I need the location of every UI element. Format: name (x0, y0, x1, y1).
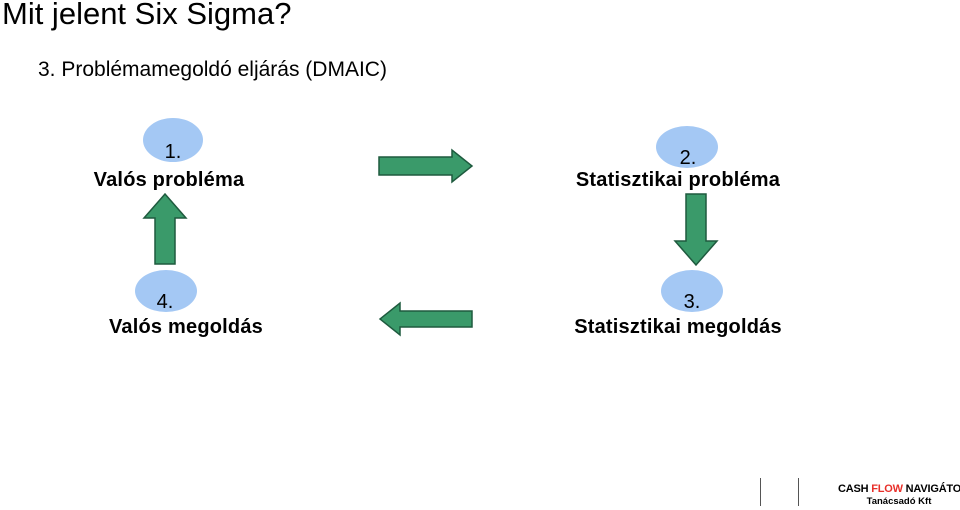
arrow-right-icon (378, 148, 474, 184)
node-3-circle (661, 270, 723, 312)
node-1-label: Valós probléma (93, 169, 245, 191)
node-4-circle (135, 270, 197, 312)
node-4-number: 4. (156, 291, 174, 313)
arrow-left-icon (378, 301, 473, 337)
footer-divider (798, 478, 799, 506)
logo-wordmark: CASH FLOW NAVIGÁTOR (838, 483, 960, 495)
node-1-circle (143, 118, 203, 162)
node-4-label: Valós megoldás (109, 316, 263, 338)
page-title: Mit jelent Six Sigma? (2, 0, 292, 31)
node-2-number: 2. (679, 147, 697, 169)
node-3-number: 3. (683, 291, 701, 313)
node-2-label: Statisztikai probléma (575, 169, 781, 191)
arrow-up-icon (142, 192, 188, 265)
node-2-circle (656, 126, 718, 168)
logo-tagline: Tanácsadó Kft (866, 496, 932, 507)
company-logo: CASH FLOW NAVIGÁTOR Tanácsadó Kft (838, 483, 960, 507)
node-1-number: 1. (164, 141, 182, 163)
arrow-down-icon (673, 193, 719, 267)
logo-accent-text: FLOW (871, 483, 903, 495)
page-subtitle: 3. Problémamegoldó eljárás (DMAIC) (38, 58, 387, 81)
node-3-label: Statisztikai megoldás (574, 316, 782, 338)
footer-divider (760, 478, 761, 506)
